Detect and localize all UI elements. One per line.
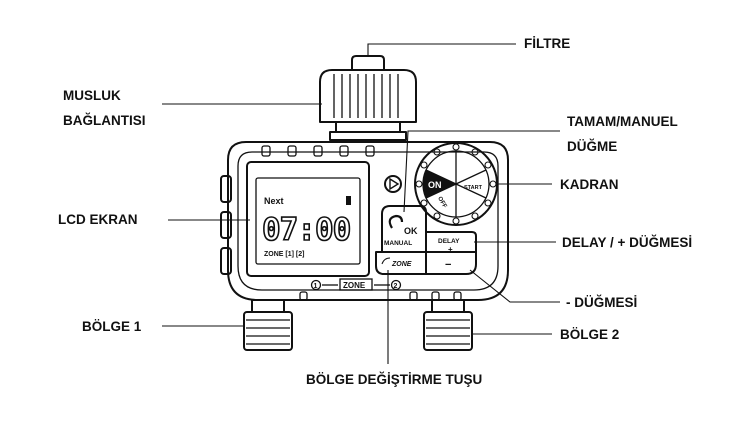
delay-label: DELAY (438, 238, 460, 245)
lcd-next: Next (264, 196, 284, 206)
minus-button[interactable]: − (425, 251, 477, 275)
outlet-zone-1 (243, 299, 293, 351)
dial-on-label: ON (428, 180, 442, 190)
outlet-zone-2 (423, 299, 473, 351)
dial-start-label: START (464, 185, 483, 191)
label-faucet-line2: BAĞLANTISI (63, 113, 146, 128)
ok-manual-button[interactable]: OK MANUAL (381, 205, 427, 253)
ok-label: OK (404, 226, 418, 236)
zone-num-2: 2 (394, 283, 398, 290)
manual-label: MANUAL (384, 240, 412, 247)
plus-label: + (448, 245, 453, 254)
leader-minus (469, 269, 560, 303)
dial-knurling (415, 143, 497, 225)
lcd-screen: Next 07:00 ZONE [1] [2] (246, 161, 370, 277)
zone-scale-label: ZONE (343, 281, 366, 290)
device-illustration: Next 07:00 ZONE [1] [2] (220, 55, 509, 351)
zone-indicator: 1 ZONE 2 (310, 278, 402, 291)
label-faucet-line1: MUSLUK (63, 88, 121, 103)
label-zone1: BÖLGE 1 (82, 319, 142, 334)
label-lcd: LCD EKRAN (58, 212, 138, 227)
lcd-time: 07:00 (262, 212, 350, 248)
label-ok-line2: DÜĞME (567, 139, 617, 154)
label-dial: KADRAN (560, 177, 619, 192)
label-ok-line1: TAMAM/MANUEL (567, 114, 678, 129)
label-filter: FİLTRE (524, 36, 570, 51)
zone-button-label: ZONE (391, 261, 412, 268)
leader-ok (403, 130, 560, 213)
label-zone-switch: BÖLGE DEĞİŞTİRME TUŞU (306, 372, 482, 387)
play-icon (384, 175, 402, 193)
leader-lines (162, 43, 560, 364)
label-zone2: BÖLGE 2 (560, 327, 619, 342)
dial-on-segment (422, 170, 456, 198)
label-minus: - DÜĞMESİ (566, 295, 637, 310)
zone-num-1: 1 (314, 283, 318, 290)
timer-body (220, 141, 509, 301)
minus-label: − (445, 259, 451, 271)
callout-labels: FİLTRE MUSLUK BAĞLANTISI TAMAM/MANUEL DÜ… (58, 36, 692, 387)
lcd-zone: ZONE [1] [2] (264, 251, 304, 258)
delay-plus-button[interactable]: DELAY + (425, 231, 477, 254)
leader-filter (367, 43, 516, 56)
dial-off-label: OFF (436, 196, 447, 210)
dial[interactable]: ON OFF START (414, 142, 498, 226)
faucet-connector (319, 55, 417, 141)
label-delay-plus: DELAY / + DÜĞMESİ (562, 235, 692, 250)
zone-switch-button[interactable]: ZONE (375, 251, 427, 275)
lcd-battery-icon (346, 196, 351, 205)
